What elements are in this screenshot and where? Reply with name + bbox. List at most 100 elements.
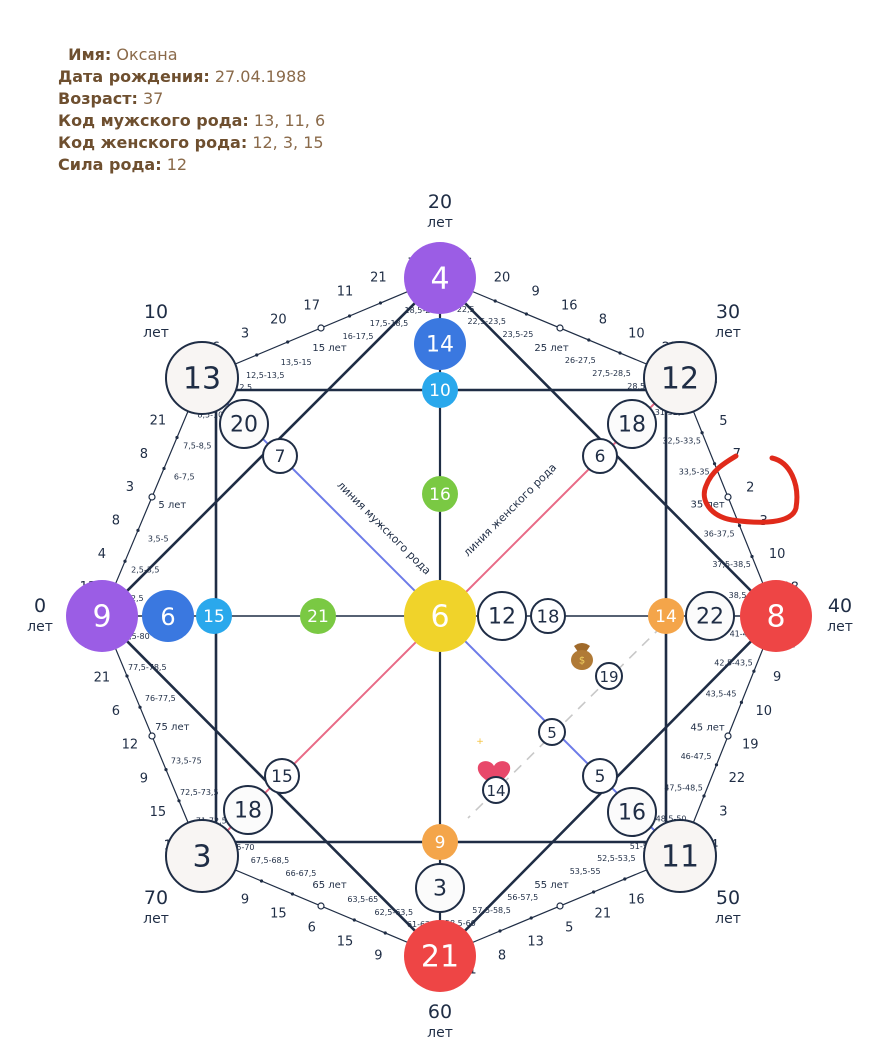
green-vertical-node-label: 16 [429,485,451,505]
segment-outer-number: 6 [112,704,120,719]
female-code-row: Код женского рода: 12, 3, 15 [58,132,325,154]
segment-tick [123,559,127,563]
segment-tick [524,312,529,316]
segment-range-label: 72,5-73,5 [180,788,219,797]
age-unit-10: лет [143,325,169,341]
segment-range-label: 43,5-45 [706,690,737,699]
mid-age-label: 45 лет [690,722,724,733]
segment-range-label: 21 -22,5 [441,305,474,314]
power-row: Сила рода: 12 [58,154,325,176]
outer-node-4-circle [740,580,812,652]
inner-node-4-circle [685,591,735,641]
segment-outer-number: 9 [374,949,382,964]
mid-age-label: 5 лет [158,500,186,511]
segment-outer-number: 4 [98,547,106,562]
outer-node-4-label: 8 [766,600,785,635]
segment-range-label: 16-17,5 [343,332,374,341]
age-unit-60: лет [427,1025,453,1041]
segment-range-label: 3,5-5 [148,534,169,543]
age-number-30: 30 [716,301,740,323]
segment-outer-number: 21 [94,671,111,686]
segment-tick [739,700,744,705]
segment-tick [592,890,596,894]
male-code-label: Код мужского рода: [58,111,249,130]
segment-tick [125,674,129,678]
third-node-0-label: 15 [203,607,225,627]
segment-range-label: 46-47,5 [681,752,712,761]
segment-range-label: 36-37,5 [704,529,735,538]
segment-range-label: 68,5-70 [224,843,255,852]
mid-age-label: 55 лет [534,880,568,891]
birth-value: 27.04.1988 [214,67,307,86]
segment-outer-number: 9 [531,284,539,299]
segment-tick [164,768,168,772]
profile-info: Имя: Оксана Дата рождения: 27.04.1988 Во… [58,44,325,176]
birth-label: Дата рождения: [58,67,210,86]
segment-outer-number: 15 [150,805,167,820]
segment-range-label: 58,5-60 [445,919,476,928]
segment-tick [498,929,502,933]
red-annotation-mark [701,453,800,525]
mid-age-dot [148,732,156,740]
segment-outer-number: 8 [498,949,506,964]
segment-tick [177,799,181,803]
inner-node-5-label: 16 [618,801,646,826]
outer-node-3-circle [643,341,717,415]
segment-range-label: 28,5-30 [627,382,658,391]
segment-range-label: 52,5-53,5 [597,854,636,863]
age-unit-70: лет [143,911,169,927]
segment-range-label: 13,5-15 [281,358,312,367]
segment-tick [752,669,756,673]
age-number-40: 40 [828,595,852,617]
segment-outer-number: 6 [308,921,316,936]
inner-node-2-circle [414,318,466,370]
money-node-label: 19 [599,668,618,686]
segment-tick [618,351,622,355]
segment-outer-number: 9 [140,771,148,786]
mid-node-circle [538,718,566,746]
female-code-label: Код женского рода: [58,133,248,152]
segment-outer-number: 3 [719,805,727,820]
segment-tick [493,299,497,303]
mid-age-label: 75 лет [155,722,189,733]
mid-age-label: 65 лет [312,880,346,891]
inner-node-2-label: 14 [426,333,454,358]
segment-outer-number: 5 [719,414,727,429]
money-node-circle [595,662,623,690]
segment-tick [175,435,179,440]
age-number-50: 50 [716,887,740,909]
right-node-18-label: 18 [537,607,560,628]
inner-node-7-label: 18 [234,799,262,824]
third-node-4-label: 14 [655,607,677,627]
right-node-12-label: 12 [488,605,516,630]
age-label: Возраст: [58,89,138,108]
third-node-3-label: 6 [595,447,606,467]
segment-tick [587,338,591,342]
segment-tick [712,462,717,466]
third-node-6-circle [422,824,458,860]
segment-range-label: 32,5-33,5 [662,436,701,445]
segment-range-label: 23,5-25 [502,330,533,339]
inner-node-3-circle [607,399,657,449]
birth-row: Дата рождения: 27.04.1988 [58,66,325,88]
third-node-2-label: 10 [429,381,451,401]
segment-range-label: 56-57,5 [507,893,538,902]
third-node-5-label: 5 [595,767,606,787]
segment-range-label: 73,5-75 [171,757,202,766]
segment-outer-number: 21 [150,414,167,429]
segment-outer-number: 9 [773,670,781,685]
inner-node-3-label: 18 [618,413,646,438]
segment-outer-number: 8 [140,447,148,462]
third-node-3-circle [582,438,618,474]
segment-tick [352,918,356,922]
segment-outer-number: 22 [729,771,746,786]
mid-age-dot [556,902,564,910]
segment-range-label: 42,5-43,5 [714,659,753,668]
segment-outer-number: 13 [527,935,544,950]
segment-outer-number: 20 [494,270,511,285]
segment-tick [702,794,706,798]
age-unit-20: лет [427,215,453,231]
segment-outer-number: 21 [370,270,387,285]
segment-tick [347,314,352,318]
segment-outer-number: 8 [599,312,607,327]
